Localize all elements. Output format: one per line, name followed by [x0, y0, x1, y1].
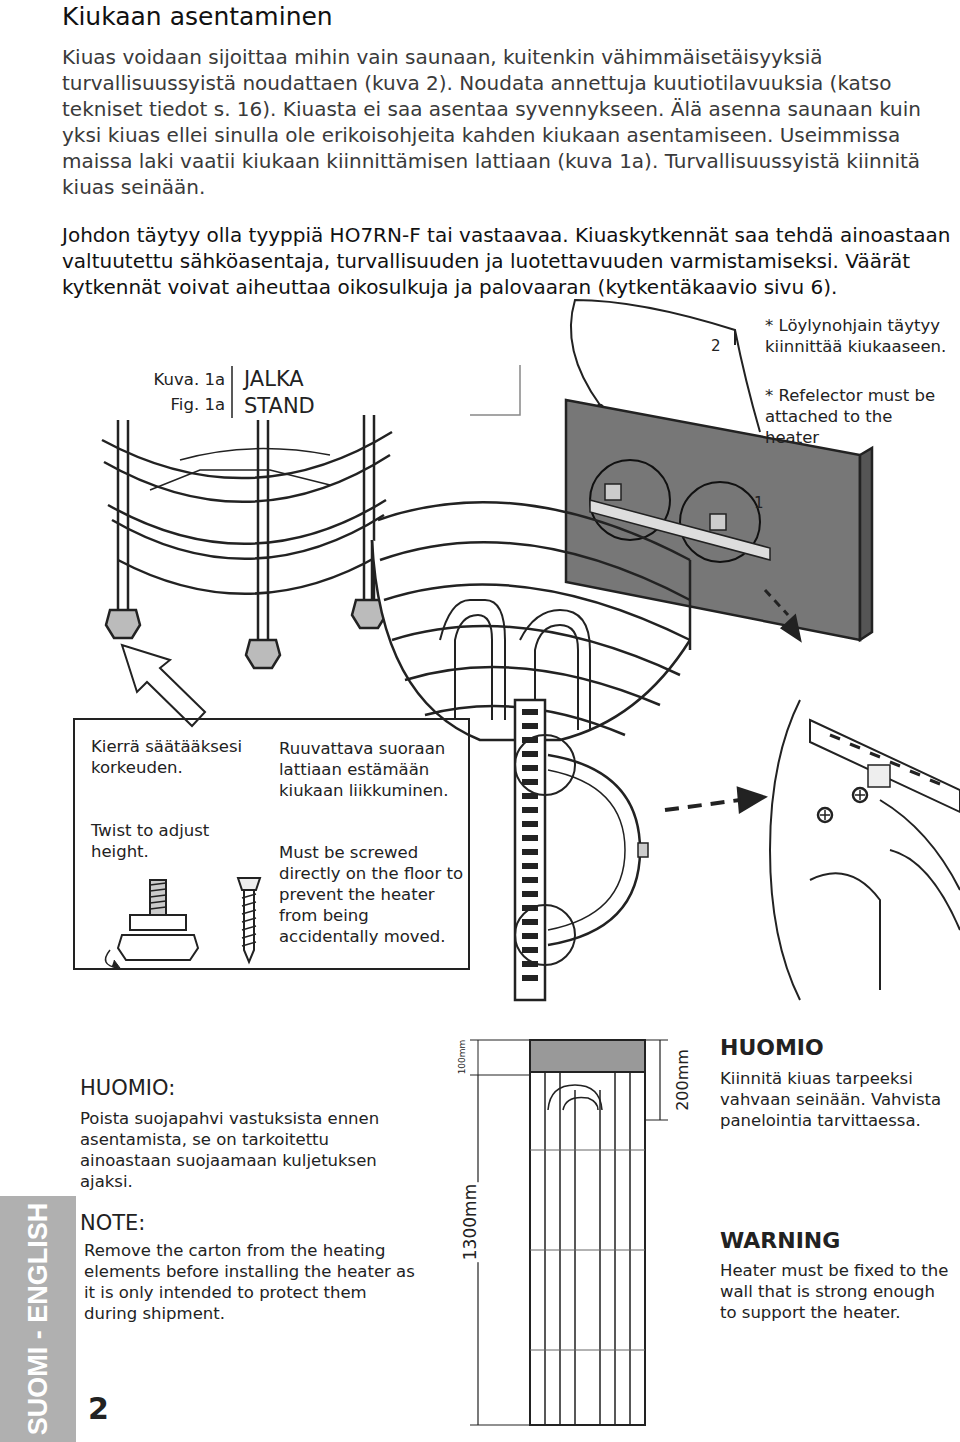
part-name: STAND	[244, 394, 315, 419]
drawing-path	[130, 915, 186, 930]
drawing-path	[548, 1085, 602, 1110]
drawing-path	[765, 590, 788, 615]
note-heading: HUOMIO:	[80, 1075, 175, 1101]
drawing-path	[530, 1150, 645, 1350]
warning-heading: HUOMIO	[720, 1035, 824, 1061]
page-number: 2	[88, 1392, 109, 1426]
drawing-path	[104, 455, 390, 502]
note-fi: Poista suojapahvi vastuksista ennen asen…	[80, 1108, 425, 1192]
drawing-path	[665, 800, 740, 810]
drawing-path	[242, 894, 256, 946]
box-text: Kierrä säätääksesi korkeuden.	[91, 736, 251, 778]
drawing-circle	[853, 788, 867, 802]
drawing-path	[117, 420, 120, 610]
drawing-path	[770, 700, 800, 1000]
figure-ref: Kuva. 1a	[120, 370, 225, 390]
detail-box: Kierrä säätääksesi korkeuden. Twist to ad…	[73, 718, 470, 970]
drawing-path	[180, 449, 330, 460]
drawing-path	[238, 878, 260, 890]
drawing-path	[689, 560, 692, 650]
drawing-path	[378, 502, 690, 560]
drawing-rect	[638, 843, 648, 857]
page-title: Kiukaan asentaminen	[62, 2, 333, 31]
note-heading: NOTE:	[80, 1210, 145, 1236]
drawing-circle	[515, 735, 575, 795]
drawing-path	[122, 645, 205, 726]
drawing-polygon	[860, 448, 872, 640]
drawing-path	[470, 1040, 530, 1075]
drawing-path	[855, 790, 865, 800]
drawing-path	[810, 720, 960, 812]
drawing-path	[363, 415, 366, 600]
warning-en: Heater must be fixed to the wall that is…	[720, 1260, 952, 1323]
drawing-circle	[818, 808, 832, 822]
warning-fi: Kiinnitä kiuas tarpeeksi vahvaan seinään…	[720, 1068, 955, 1131]
drawing-path	[810, 873, 880, 990]
drawing-path	[112, 515, 384, 559]
drawing-rect	[530, 1040, 645, 1072]
drawing-path	[738, 788, 765, 812]
drawing-circle	[515, 905, 575, 965]
drawing-path	[102, 432, 392, 478]
dimension: 100mm	[457, 1040, 467, 1075]
drawing-path	[150, 880, 166, 915]
box-text: SUOMI - ENGLISH	[23, 1203, 53, 1436]
box-text: Twist to adjust height.	[91, 820, 251, 862]
figure-ref: Fig. 1a	[120, 395, 225, 415]
dimension: 200mm	[674, 1049, 692, 1111]
drawing-path	[545, 1072, 630, 1425]
drawing-rect	[530, 1072, 645, 1425]
drawing-path	[106, 610, 140, 638]
part-name: JALKA	[244, 367, 304, 392]
language-band: SUOMI - ENGLISH	[0, 1196, 76, 1442]
drawing-path	[257, 420, 260, 640]
drawing-rect	[868, 765, 890, 787]
drawing-rect	[605, 484, 621, 500]
drawing-path	[380, 542, 690, 600]
drawing-path	[150, 470, 330, 490]
note-fi: * Löylynohjain täytyy kiinnittää kiukaas…	[765, 315, 950, 357]
drawing-path	[127, 420, 130, 610]
drawing-path	[246, 640, 280, 668]
callout-number: 1	[754, 494, 764, 512]
drawing-path	[244, 890, 254, 962]
drawing-path	[571, 300, 735, 405]
drawing-rect	[710, 514, 726, 530]
intro-paragraph: Kiuas voidaan sijoittaa mihin vain sauna…	[62, 44, 952, 200]
drawing-path	[645, 1040, 668, 1120]
side-view-figure	[515, 700, 960, 1000]
drawing-path	[548, 770, 625, 930]
drawing-path	[735, 330, 760, 432]
drawing-path	[267, 420, 270, 640]
warning-heading: WARNING	[720, 1228, 840, 1254]
drawing-path	[118, 555, 380, 594]
drawing-path	[112, 960, 120, 968]
note-en: Remove the carton from the heating eleme…	[84, 1240, 419, 1324]
note-en: * Refelector must be attached to the hea…	[765, 385, 950, 448]
drawing-path	[590, 500, 770, 560]
detail-box-drawings	[106, 878, 261, 968]
drawing-path	[890, 850, 960, 930]
drawing-rect	[515, 700, 545, 1000]
dimension-figure	[470, 1040, 668, 1425]
dimension: 1300mm	[460, 1182, 480, 1262]
box-text: Must be screwed directly on the floor to…	[279, 842, 465, 947]
callout-number: 2	[711, 337, 721, 355]
box-text: Ruuvattava suoraan lattiaan estämään kiu…	[279, 738, 465, 801]
drawing-path	[522, 712, 538, 978]
drawing-path	[371, 540, 374, 600]
drawing-path	[440, 600, 505, 720]
heater-figure	[372, 300, 872, 740]
drawing-path	[782, 616, 800, 640]
drawing-path	[470, 365, 520, 415]
drawing-path	[150, 883, 166, 909]
drawing-path	[231, 366, 233, 418]
wiring-paragraph: Johdon täytyy olla tyyppiä HO7RN-F tai v…	[62, 222, 952, 300]
drawing-path	[118, 935, 198, 960]
drawing-path	[455, 615, 492, 720]
drawing-path	[548, 755, 640, 945]
drawing-path	[820, 810, 830, 820]
drawing-path	[880, 800, 960, 890]
